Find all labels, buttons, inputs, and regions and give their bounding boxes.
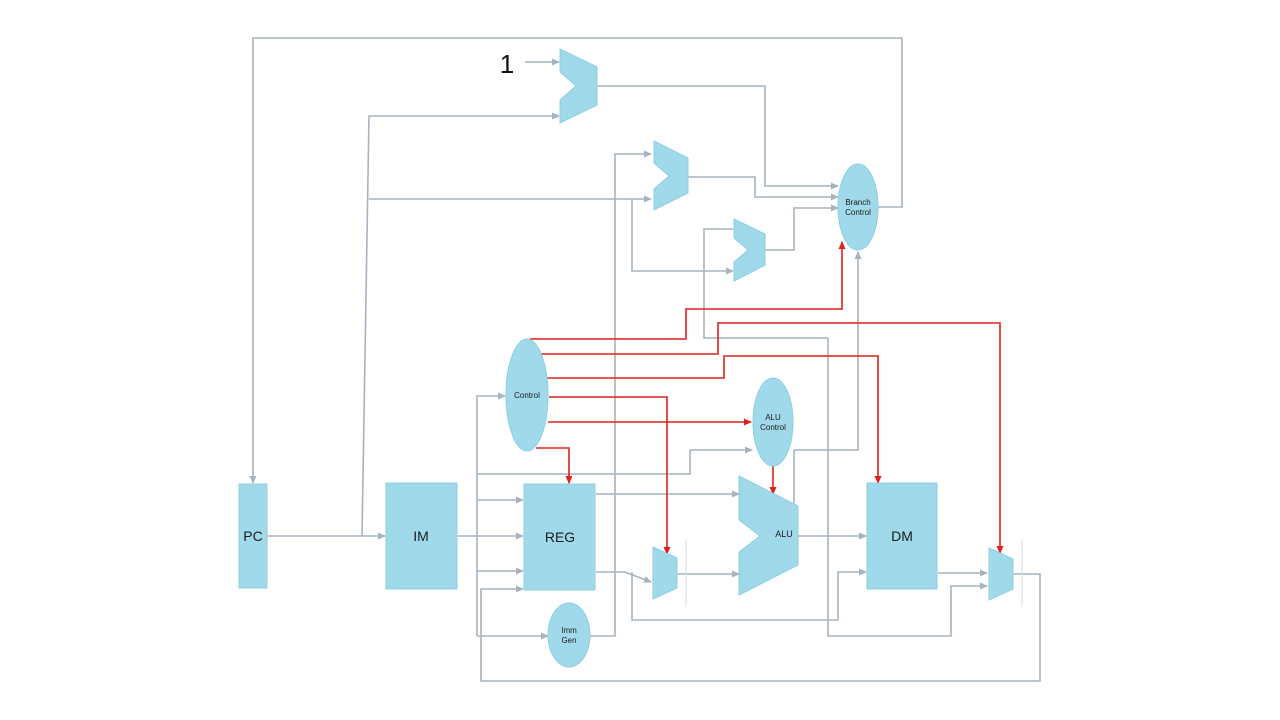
imm-gen-label-1: Imm bbox=[561, 626, 577, 635]
wire-alu-to-branch bbox=[793, 251, 862, 505]
im-block: IM bbox=[385, 482, 458, 590]
wire-mux1-to-branch bbox=[597, 85, 839, 190]
control-wires bbox=[530, 241, 1004, 555]
control-unit: Control bbox=[505, 338, 549, 452]
alu-control-label-2: Control bbox=[760, 423, 786, 432]
wire-branch-to-pc bbox=[249, 37, 903, 484]
wire-reg-to-dm bbox=[631, 568, 867, 621]
datapath-wires bbox=[249, 37, 1041, 682]
alu-label: ALU bbox=[775, 529, 793, 539]
target-mux bbox=[733, 218, 766, 282]
wire-to-mux3-upper bbox=[703, 228, 988, 637]
wire-pc-to-mux1 bbox=[361, 112, 560, 537]
alu-block: ALU bbox=[738, 475, 799, 596]
pc-label: PC bbox=[243, 528, 262, 544]
pc-adder-mux bbox=[559, 48, 598, 124]
dm-label: DM bbox=[891, 528, 913, 544]
ctrl-to-dm bbox=[547, 355, 882, 484]
ctrl-to-mux5 bbox=[540, 322, 1004, 554]
wire-imm-to-mux2 bbox=[590, 150, 652, 637]
wire-im-bus bbox=[476, 392, 506, 636]
reg-block: REG bbox=[523, 483, 596, 591]
ctrl-to-mux4 bbox=[549, 396, 671, 555]
branch-control-unit: Branch Control bbox=[837, 163, 879, 251]
ctrl-to-branch bbox=[530, 241, 846, 340]
constant-one-label: 1 bbox=[500, 49, 514, 79]
alu-src-mux bbox=[652, 546, 678, 600]
imm-gen-unit: Imm Gen bbox=[547, 602, 591, 668]
branch-adder-mux bbox=[653, 140, 689, 211]
branch-control-label-2: Control bbox=[845, 208, 871, 217]
wire-im-to-alu-control bbox=[477, 446, 753, 475]
im-label: IM bbox=[413, 528, 429, 544]
writeback-mux bbox=[988, 547, 1014, 601]
wire-to-mux3-lower bbox=[631, 199, 734, 275]
ctrl-to-reg bbox=[536, 447, 573, 484]
wire-mux3-to-branch bbox=[765, 204, 839, 251]
imm-gen-label-2: Gen bbox=[561, 636, 576, 645]
wire-reg-to-mux4 bbox=[596, 571, 652, 583]
dm-block: DM bbox=[866, 482, 938, 590]
wire-writeback bbox=[480, 573, 1041, 682]
alu-control-label-1: ALU bbox=[765, 413, 781, 422]
alu-control-unit: ALU Control bbox=[752, 377, 794, 467]
branch-control-label-1: Branch bbox=[845, 198, 870, 207]
control-label: Control bbox=[514, 391, 540, 400]
pc-block: PC bbox=[238, 483, 268, 589]
reg-label: REG bbox=[545, 529, 575, 545]
wire-mux2-to-branch bbox=[688, 176, 839, 201]
